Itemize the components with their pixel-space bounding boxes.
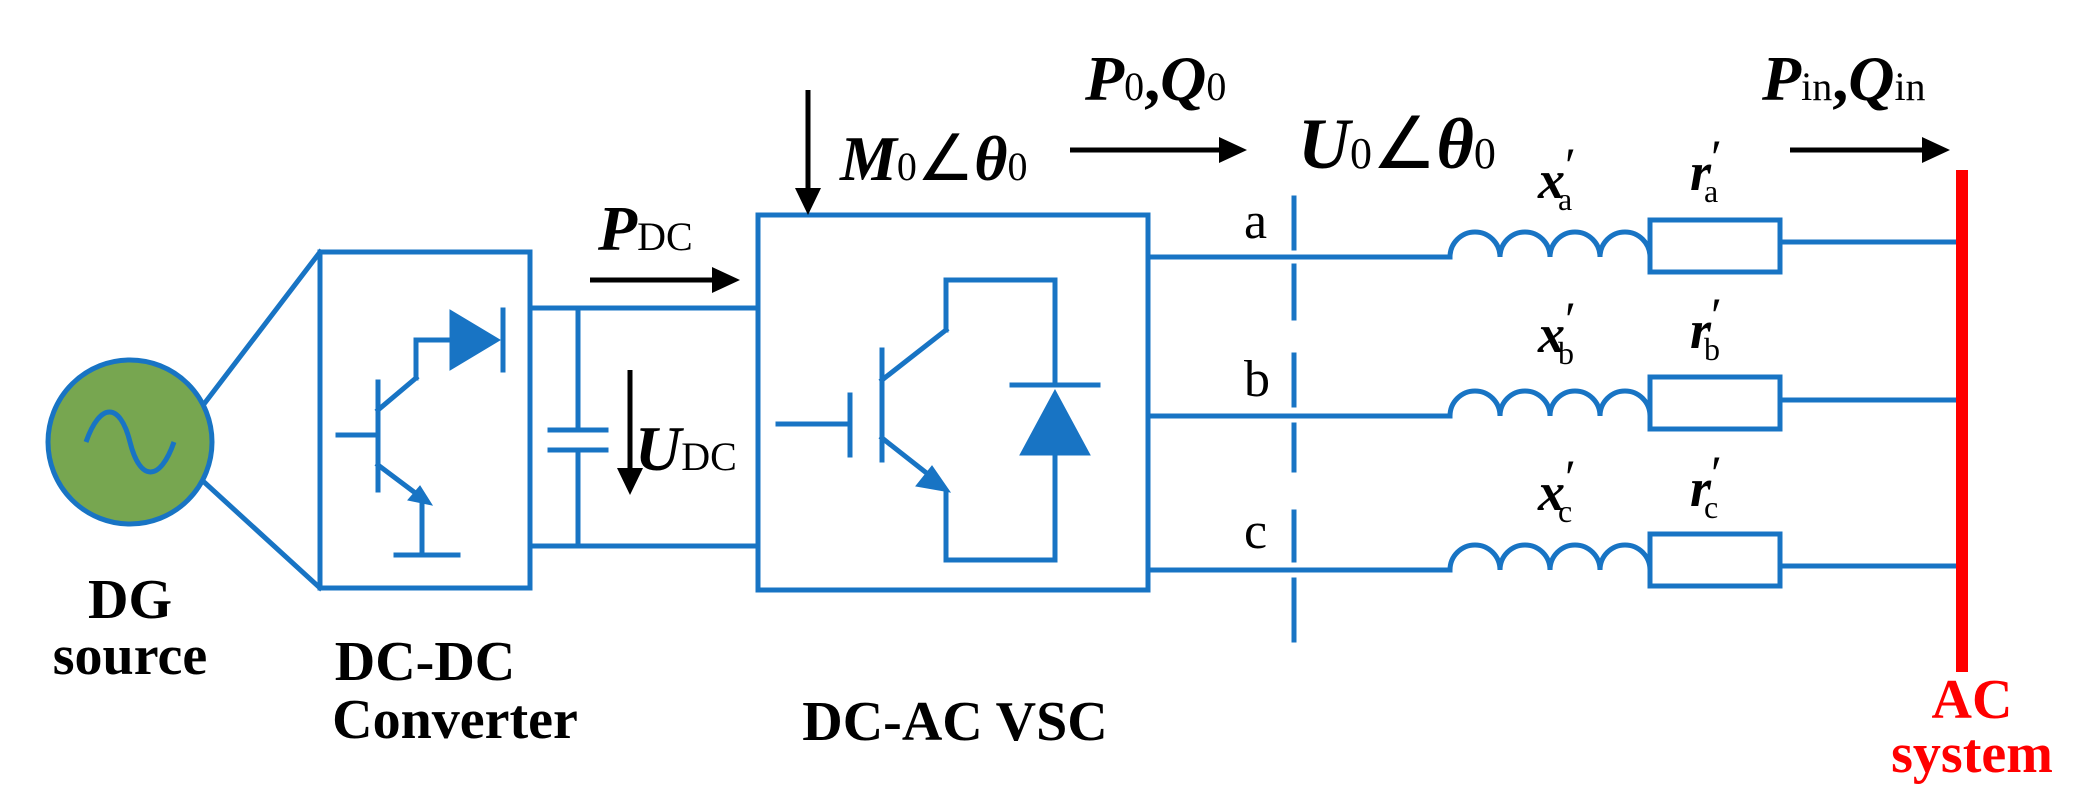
vsc-emitter-arrow-icon <box>915 465 952 493</box>
dcac-label: DC-AC VSC <box>802 691 1107 753</box>
ac-label-line1: AC <box>1932 669 2013 731</box>
resistor-b <box>1647 374 1783 432</box>
dcdc-transistor-collector <box>374 374 420 414</box>
dcac-vsc <box>755 212 1151 593</box>
resistor-a <box>1647 217 1783 275</box>
p0-q0-label: P0,Q0 <box>1084 43 1226 114</box>
dg-label-line1: DG <box>88 569 172 631</box>
dg-link-bottom <box>200 478 324 592</box>
ac-label-line2: system <box>1891 723 2053 785</box>
inductor-b-icon <box>1447 388 1653 419</box>
m0-theta-label: M0∠θ0 <box>839 123 1028 194</box>
vsc-igbt-collector <box>878 326 950 384</box>
pin-qin-label: Pin,Qin <box>1761 43 1926 114</box>
xa-label: x′a <box>1537 137 1576 217</box>
rb-label: r′b <box>1690 287 1722 367</box>
inductor-c-icon <box>1447 542 1653 573</box>
phase-b-label: b <box>1244 351 1270 408</box>
dg-source <box>45 248 324 592</box>
dg-link-top <box>200 248 324 408</box>
xc-label: x′c <box>1537 449 1576 529</box>
dc-link <box>527 305 761 549</box>
resistor-c <box>1647 531 1783 589</box>
pin-arrowhead-icon <box>1922 137 1950 163</box>
p0-arrowhead-icon <box>1219 137 1247 163</box>
inductor-a-icon <box>1447 229 1653 260</box>
p-dc-arrowhead-icon <box>712 267 740 293</box>
dcdc-label-line2: Converter <box>332 689 578 751</box>
u-dc-arrowhead-icon <box>617 468 643 495</box>
u0-theta-label: U0∠θ0 <box>1298 104 1496 184</box>
dcdc-box <box>317 249 533 591</box>
m0-arrowhead-icon <box>795 188 821 215</box>
dg-label-line2: source <box>53 625 208 687</box>
dcdc-label-line1: DC-DC <box>335 631 515 693</box>
sine-wave-icon <box>83 409 177 475</box>
component-labels: DG source DC-DC Converter DC-AC VSC AC s… <box>53 569 2053 785</box>
arrows <box>590 90 1950 495</box>
phase-c-label: c <box>1244 503 1267 560</box>
u-dc-label: UDC <box>635 413 737 484</box>
ac-phases <box>1145 195 1961 643</box>
ra-label: r′a <box>1690 129 1722 209</box>
variable-labels: PDC UDC M0∠θ0 P0,Q0 U0∠θ0 Pin,Qin x′a r′… <box>597 43 1926 560</box>
vsc-box <box>755 212 1151 593</box>
dcdc-converter <box>317 249 533 591</box>
p-dc-label: PDC <box>597 193 693 264</box>
dcdc-diode-icon <box>449 309 501 371</box>
xb-label: x′b <box>1537 291 1576 371</box>
rc-label: r′c <box>1690 445 1722 525</box>
phase-a-label: a <box>1244 193 1267 250</box>
vsc-diode-icon <box>1019 388 1091 456</box>
